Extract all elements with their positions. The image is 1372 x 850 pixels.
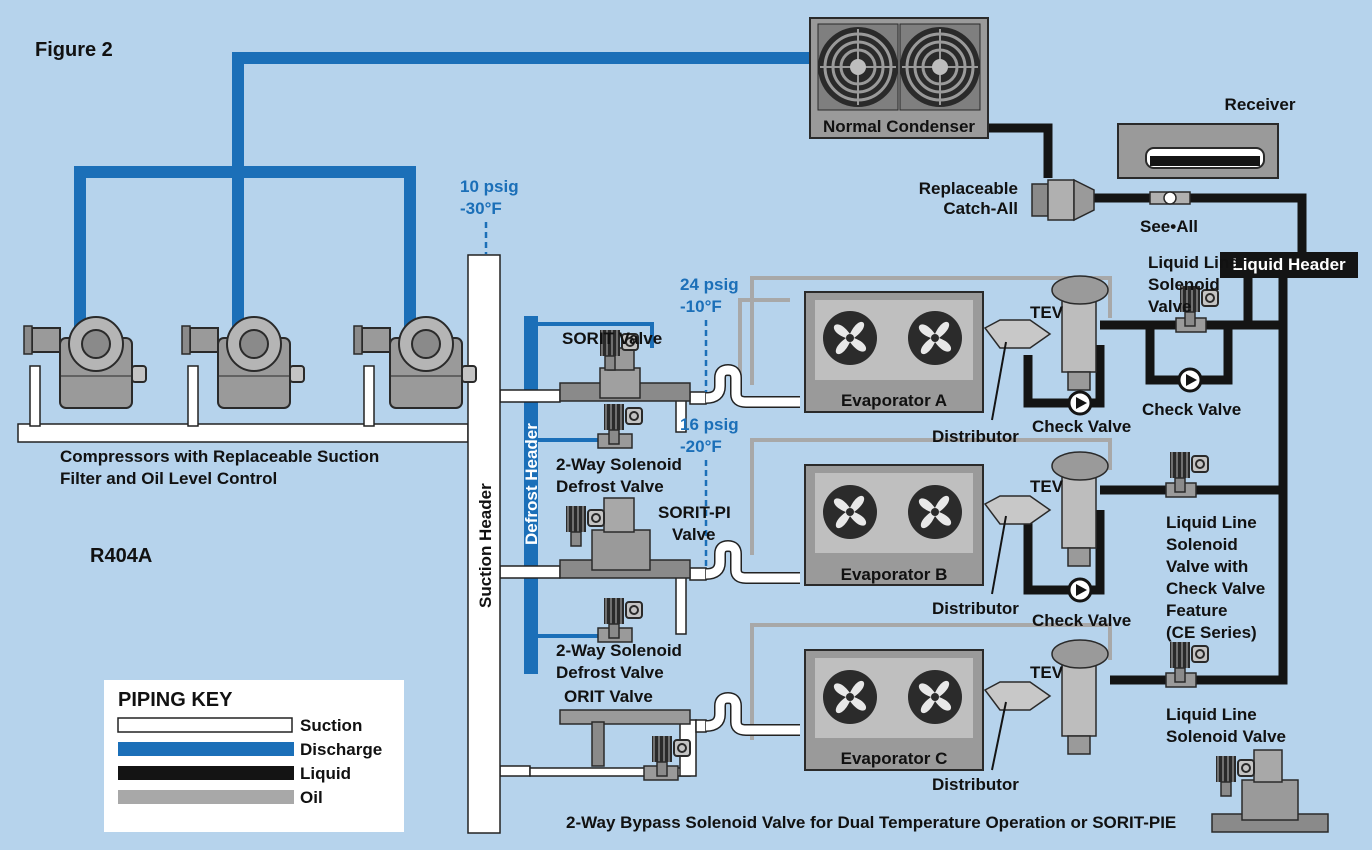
evaporator-a-label: Evaporator A (841, 391, 947, 410)
header-temperature: -30°F (460, 199, 502, 218)
figure-label: Figure 2 (35, 39, 113, 61)
tev-a (983, 275, 1109, 391)
key-liquid-label: Liquid (300, 764, 351, 783)
liquid-line-solenoid-b (1165, 451, 1209, 498)
key-discharge-swatch (118, 742, 294, 756)
key-liquid-swatch (118, 766, 294, 780)
llsv-c-label-2: Solenoid Valve (1166, 727, 1286, 746)
oil-piping (738, 276, 1112, 740)
suction-header (467, 254, 501, 834)
llsv-c-label-1: Liquid Line (1166, 705, 1257, 724)
compressors-label-2: Filter and Oil Level Control (60, 469, 277, 488)
sorit-pie-valve (1211, 749, 1329, 833)
evaporator-c-label: Evaporator C (841, 749, 948, 768)
defrost-header (524, 316, 538, 674)
header-pressure: 10 psig (460, 177, 519, 196)
normal-condenser (809, 17, 989, 139)
llsv-b-label-6: (CE Series) (1166, 623, 1257, 642)
defrost-header-label: Defrost Header (522, 423, 541, 545)
see-all-indicator (1149, 191, 1191, 205)
check-valve-a-upper (1177, 367, 1203, 393)
defrost-valve-a-label-2: Defrost Valve (556, 477, 664, 496)
sorit-valve-label: SORIT Valve (562, 329, 662, 348)
defrost-valve-b-label-2: Defrost Valve (556, 663, 664, 682)
distributor-b-label: Distributor (932, 599, 1019, 618)
evaporator-c (804, 649, 984, 771)
tev-c-label: TEV (1030, 663, 1064, 682)
defrost-valve-a-label-1: 2-Way Solenoid (556, 455, 682, 474)
bypass-label: 2-Way Bypass Solenoid Valve for Dual Tem… (566, 813, 1176, 832)
key-discharge-label: Discharge (300, 740, 382, 759)
catch-all-label-2: Catch-All (943, 199, 1018, 218)
llsv-b-label-1: Liquid Line (1166, 513, 1257, 532)
evaporator-b (804, 464, 984, 586)
llsv-b-label-2: Solenoid (1166, 535, 1238, 554)
llsv-b-label-5: Feature (1166, 601, 1227, 620)
distributor-a-label: Distributor (932, 427, 1019, 446)
liquid-line-solenoid-a (1175, 285, 1219, 333)
sorit-pi-label-2: Valve (672, 525, 716, 544)
evaporator-a (804, 291, 984, 413)
tev-c (983, 639, 1109, 755)
refrigerant-label: R404A (90, 545, 152, 567)
piping-key: PIPING KEY Suction Discharge Liquid Oil (104, 680, 404, 832)
liquid-header-label: Liquid Header (1232, 255, 1346, 274)
liquid-line-solenoid-c (1165, 641, 1209, 688)
llsv-b-label-3: Valve with (1166, 557, 1248, 576)
evap-a-pressure: 24 psig (680, 275, 739, 294)
two-way-defrost-valve-a (597, 403, 643, 449)
check-valve-b (1067, 577, 1093, 603)
see-all-label: See•All (1140, 217, 1198, 236)
suction-piping (17, 365, 707, 777)
tev-b (983, 451, 1109, 567)
catch-all-label-1: Replaceable (919, 179, 1018, 198)
two-way-defrost-valve-b (597, 597, 643, 643)
suction-header-label: Suction Header (476, 483, 495, 608)
check-valve-a-upper-label: Check Valve (1142, 400, 1241, 419)
key-suction-swatch (117, 717, 293, 733)
check-valve-b-label: Check Valve (1032, 611, 1131, 630)
tev-a-label: TEV (1030, 303, 1064, 322)
orit-valve (559, 709, 691, 767)
llsv-b-label-4: Check Valve (1166, 579, 1265, 598)
orit-valve-label: ORIT Valve (564, 687, 653, 706)
evap-a-temperature: -10°F (680, 297, 722, 316)
discharge-piping (74, 52, 810, 340)
llsv-a-label-1: Liquid Line (1148, 253, 1239, 272)
receiver (1117, 123, 1279, 179)
normal-condenser-label: Normal Condenser (823, 117, 975, 136)
bypass-solenoid-valve (643, 735, 691, 781)
evap-b-pressure: 16 psig (680, 415, 739, 434)
tev-b-label: TEV (1030, 477, 1064, 496)
evaporator-b-label: Evaporator B (841, 565, 948, 584)
liquid-header (1220, 252, 1358, 278)
piping-key-title: PIPING KEY (118, 689, 233, 711)
sorit-pi-valve (559, 497, 691, 579)
key-oil-swatch (118, 790, 294, 804)
catch-all-filter (1031, 178, 1095, 222)
sorit-pi-label-1: SORIT-PI (658, 503, 731, 522)
check-valve-a-lower-label: Check Valve (1032, 417, 1131, 436)
sorit-valve (559, 329, 691, 402)
key-oil-label: Oil (300, 788, 323, 807)
defrost-valve-b-label-1: 2-Way Solenoid (556, 641, 682, 660)
check-valve-a-lower (1067, 390, 1093, 416)
key-suction-label: Suction (300, 716, 362, 735)
distributor-c-label: Distributor (932, 775, 1019, 794)
receiver-label: Receiver (1225, 95, 1296, 114)
compressors-label-1: Compressors with Replaceable Suction (60, 447, 379, 466)
evap-b-temperature: -20°F (680, 437, 722, 456)
llsv-a-label-3: Valve (1148, 297, 1192, 316)
llsv-a-label-2: Solenoid (1148, 275, 1220, 294)
